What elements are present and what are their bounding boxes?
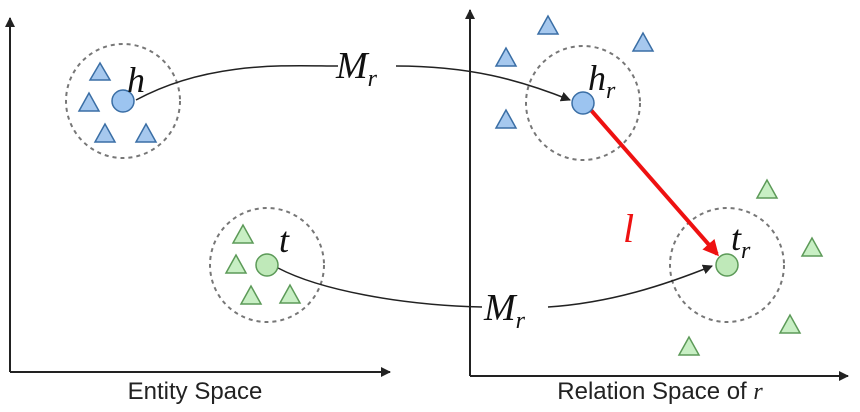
green-triangle-icon: [224, 253, 248, 274]
green-triangle-icon: [278, 283, 302, 304]
neighborhood-circles: [65, 43, 785, 323]
projection-bottom-base: M: [483, 287, 518, 329]
projected-head-neighbors: [494, 14, 655, 129]
blue-triangle-icon: [494, 46, 518, 67]
projected-head-dot: [571, 91, 595, 115]
head-neighbors: [77, 61, 158, 143]
tail-label: t: [279, 220, 290, 260]
blue-triangle-icon: [536, 14, 560, 35]
projection-bottom-curve-right: [547, 264, 713, 308]
green-triangle-icon: [239, 284, 263, 305]
projection-top-base: M: [335, 45, 370, 87]
blue-triangle-icon: [93, 122, 117, 143]
tail-neighbors: [224, 223, 302, 305]
relation-vector-label: l: [623, 206, 634, 251]
blue-triangle-icon: [631, 31, 655, 52]
blue-triangle-icon: [134, 122, 158, 143]
projection-top-curve-left: [135, 64, 339, 101]
projection-top-sub: r: [368, 66, 378, 92]
entity-space-axes: [4, 17, 391, 377]
projected-head-base: h: [588, 58, 606, 98]
projection-bottom-sub: r: [516, 308, 526, 334]
entity-space-caption: Entity Space: [127, 378, 263, 405]
head-label: h: [127, 60, 145, 100]
projection-top-curve-right: [395, 65, 571, 102]
projected-tail-base: t: [731, 218, 742, 258]
tail-neighborhood-circle: [209, 207, 325, 323]
projected-tail-neighbors: [677, 178, 824, 356]
projection-bottom-label: Mr: [483, 287, 526, 334]
green-triangle-icon: [755, 178, 779, 199]
relation-space-caption-var: r: [753, 379, 763, 405]
projected-tail-label: tr: [731, 218, 751, 264]
relation-space-caption-text: Relation Space of: [557, 378, 754, 405]
projected-head-circle: [525, 45, 641, 161]
green-triangle-icon: [800, 236, 824, 257]
projection-curves: [135, 64, 713, 308]
tail-entity-dot: [255, 253, 279, 277]
relation-vector-arrow: [588, 107, 719, 257]
projection-bottom-curve-left: [277, 267, 483, 308]
green-triangle-icon: [231, 223, 255, 244]
projected-tail-circle: [669, 207, 785, 323]
projected-head-label: hr: [588, 58, 616, 104]
head-neighborhood-circle: [65, 43, 181, 159]
projection-top-label: Mr: [335, 45, 378, 92]
green-triangle-icon: [778, 313, 802, 334]
relation-space-caption: Relation Space of r: [490, 378, 830, 406]
projected-tail-sub: r: [741, 238, 751, 264]
projected-tail-dot: [715, 253, 739, 277]
blue-triangle-icon: [77, 91, 101, 112]
blue-triangle-icon: [494, 108, 518, 129]
blue-triangle-icon: [88, 61, 112, 81]
head-entity-dot: [111, 89, 135, 113]
projected-head-sub: r: [606, 78, 616, 104]
green-triangle-icon: [677, 335, 701, 356]
